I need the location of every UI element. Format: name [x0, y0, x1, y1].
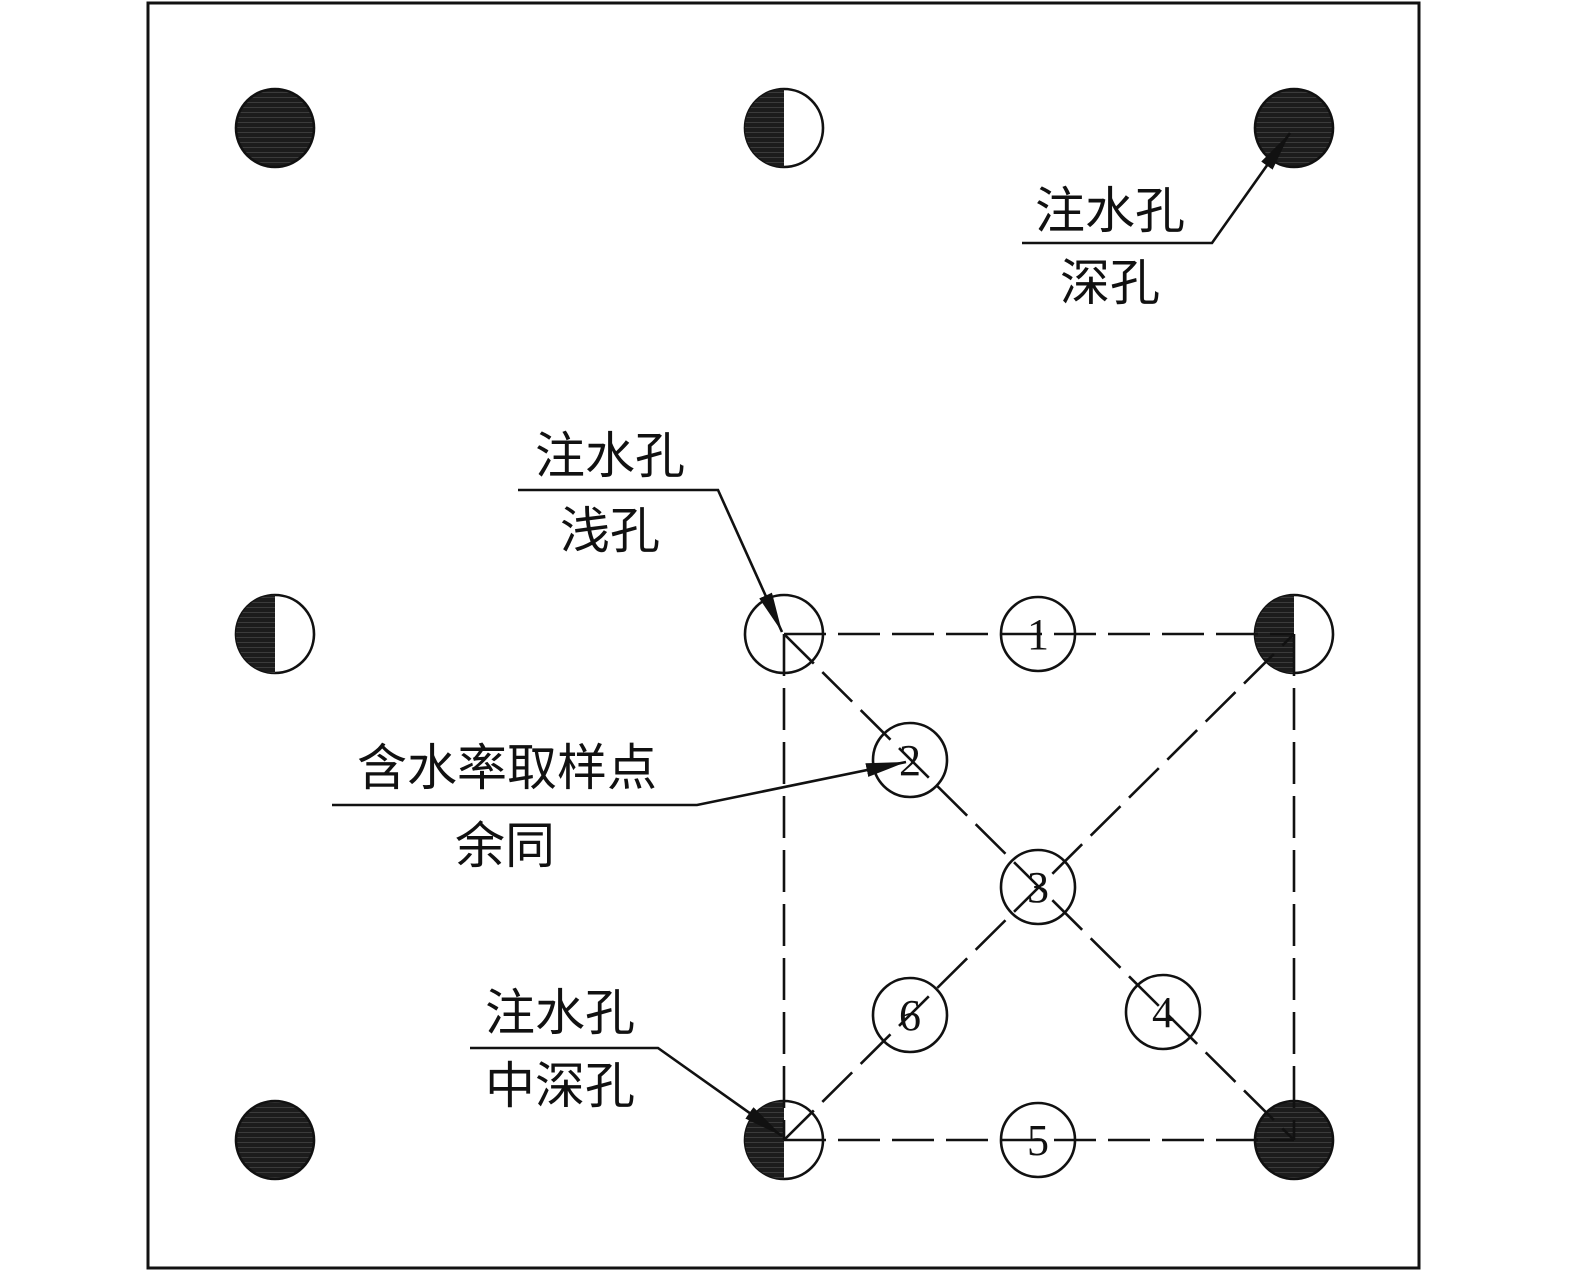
leader-arrow-medium-deep-hole [470, 1046, 783, 1138]
sampling-point-number: 4 [1152, 988, 1174, 1037]
sampling-point-number: 6 [899, 991, 921, 1040]
sampling-point-circle [871, 976, 949, 1054]
deep-hole [234, 1099, 316, 1181]
sampling-point-6: 6 [871, 976, 949, 1054]
dashed-line-diagonal-up [783, 633, 1295, 1141]
annotation-shallow-hole-line2: 浅孔 [560, 503, 660, 559]
leader-arrow-deep-hole [1022, 132, 1292, 245]
leader-arrow-shallow-hole [518, 488, 784, 633]
sampling-point-3: 3 [999, 848, 1077, 926]
annotation-shallow-hole-line1: 注水孔 [535, 428, 685, 484]
sampling-point-1: 1 [999, 595, 1077, 673]
deep-hole [234, 87, 316, 169]
annotation-deep-hole-line1: 注水孔 [1035, 183, 1185, 239]
annotation-sampling-point: 含水率取样点 余同 [332, 740, 907, 874]
annotation-sampling-point-line1: 含水率取样点 [357, 740, 657, 796]
annotation-deep-hole-line2: 深孔 [1060, 255, 1160, 311]
annotation-medium-deep-hole: 注水孔 中深孔 [470, 985, 783, 1138]
medium-deep-hole-fill [745, 89, 784, 167]
leader-arrow-sampling-point [332, 760, 907, 807]
sampling-point-number: 2 [899, 736, 921, 785]
medium-deep-hole-fill [236, 595, 275, 673]
annotation-shallow-hole: 注水孔 浅孔 [518, 428, 784, 633]
medium-deep-hole [234, 593, 316, 675]
deep-hole [1253, 87, 1335, 169]
sampling-point-circle [1124, 973, 1202, 1051]
annotation-medium-deep-hole-line2: 中深孔 [485, 1058, 635, 1114]
sampling-point-circle [999, 848, 1077, 926]
sampling-point-5: 5 [999, 1101, 1077, 1179]
annotation-sampling-point-line2: 余同 [455, 818, 555, 874]
sampling-point-number: 1 [1027, 610, 1049, 659]
sampling-point-circle [871, 721, 949, 799]
annotation-deep-hole: 注水孔 深孔 [1022, 132, 1292, 311]
sampling-point-number: 3 [1027, 863, 1049, 912]
sampling-point-circle [999, 595, 1077, 673]
sampling-point-number: 5 [1027, 1116, 1049, 1165]
sampling-point-2: 2 [871, 721, 949, 799]
annotation-medium-deep-hole-line1: 注水孔 [485, 985, 635, 1041]
sampling-point-4: 4 [1124, 973, 1202, 1051]
sampling-point-circle [999, 1101, 1077, 1179]
medium-deep-hole [743, 87, 825, 169]
frame-border [146, 1, 1421, 1270]
